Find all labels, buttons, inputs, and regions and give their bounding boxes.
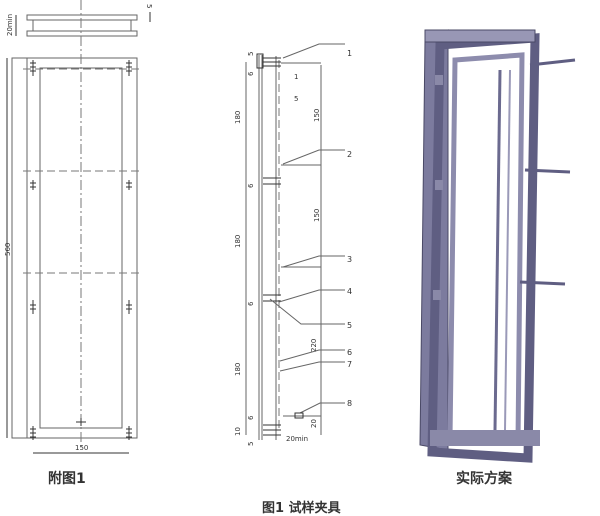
callout-4: 4 (347, 287, 352, 296)
right-3d-render: 实际方案 (419, 29, 576, 487)
outer-frame (11, 57, 138, 439)
callout-7: 7 (347, 360, 352, 369)
dim-min: 20min (6, 14, 14, 36)
dim-220: 220 (310, 339, 318, 352)
callout-6: 6 (347, 348, 352, 357)
dim-height: 560 (4, 243, 12, 256)
dim-20min: 20min (286, 435, 308, 443)
dim-180-3: 180 (234, 363, 242, 376)
dim-180-2: 180 (234, 235, 242, 248)
dim-5: 5 (294, 95, 298, 103)
dim-10: 10 (234, 427, 242, 436)
left-caption: 附图1 (48, 470, 86, 487)
top-view: 20min 5 (6, 4, 153, 37)
callout-3: 3 (347, 255, 352, 264)
dim-6-d: 6 (247, 415, 255, 420)
dim-6-c: 6 (247, 301, 255, 306)
dim-width: 150 (75, 444, 88, 452)
dim-150-2: 150 (313, 209, 321, 222)
right-caption: 实际方案 (456, 470, 513, 487)
dim-6-b: 6 (247, 183, 255, 188)
callout-1: 1 (347, 49, 352, 58)
dim-6-a: 6 (247, 71, 255, 76)
dim-1: 1 (294, 73, 298, 81)
dim-180-1: 180 (234, 111, 242, 124)
middle-drawing: 1 2 3 4 5 6 7 8 180 180 180 150 150 220 … (234, 43, 352, 446)
dim-20: 20 (310, 419, 318, 428)
dim-top: 5 (145, 4, 153, 8)
callout-8: 8 (347, 399, 352, 408)
callout-2: 2 (347, 150, 352, 159)
dim-150-1: 150 (313, 109, 321, 122)
dim-5-top: 5 (247, 52, 255, 56)
figure-caption: 图1 试样夹具 (262, 500, 341, 516)
dim-5-bottom: 5 (247, 442, 255, 446)
callout-5: 5 (347, 321, 352, 330)
left-drawing: 20min 5 560 150 附图1 (4, 0, 153, 487)
